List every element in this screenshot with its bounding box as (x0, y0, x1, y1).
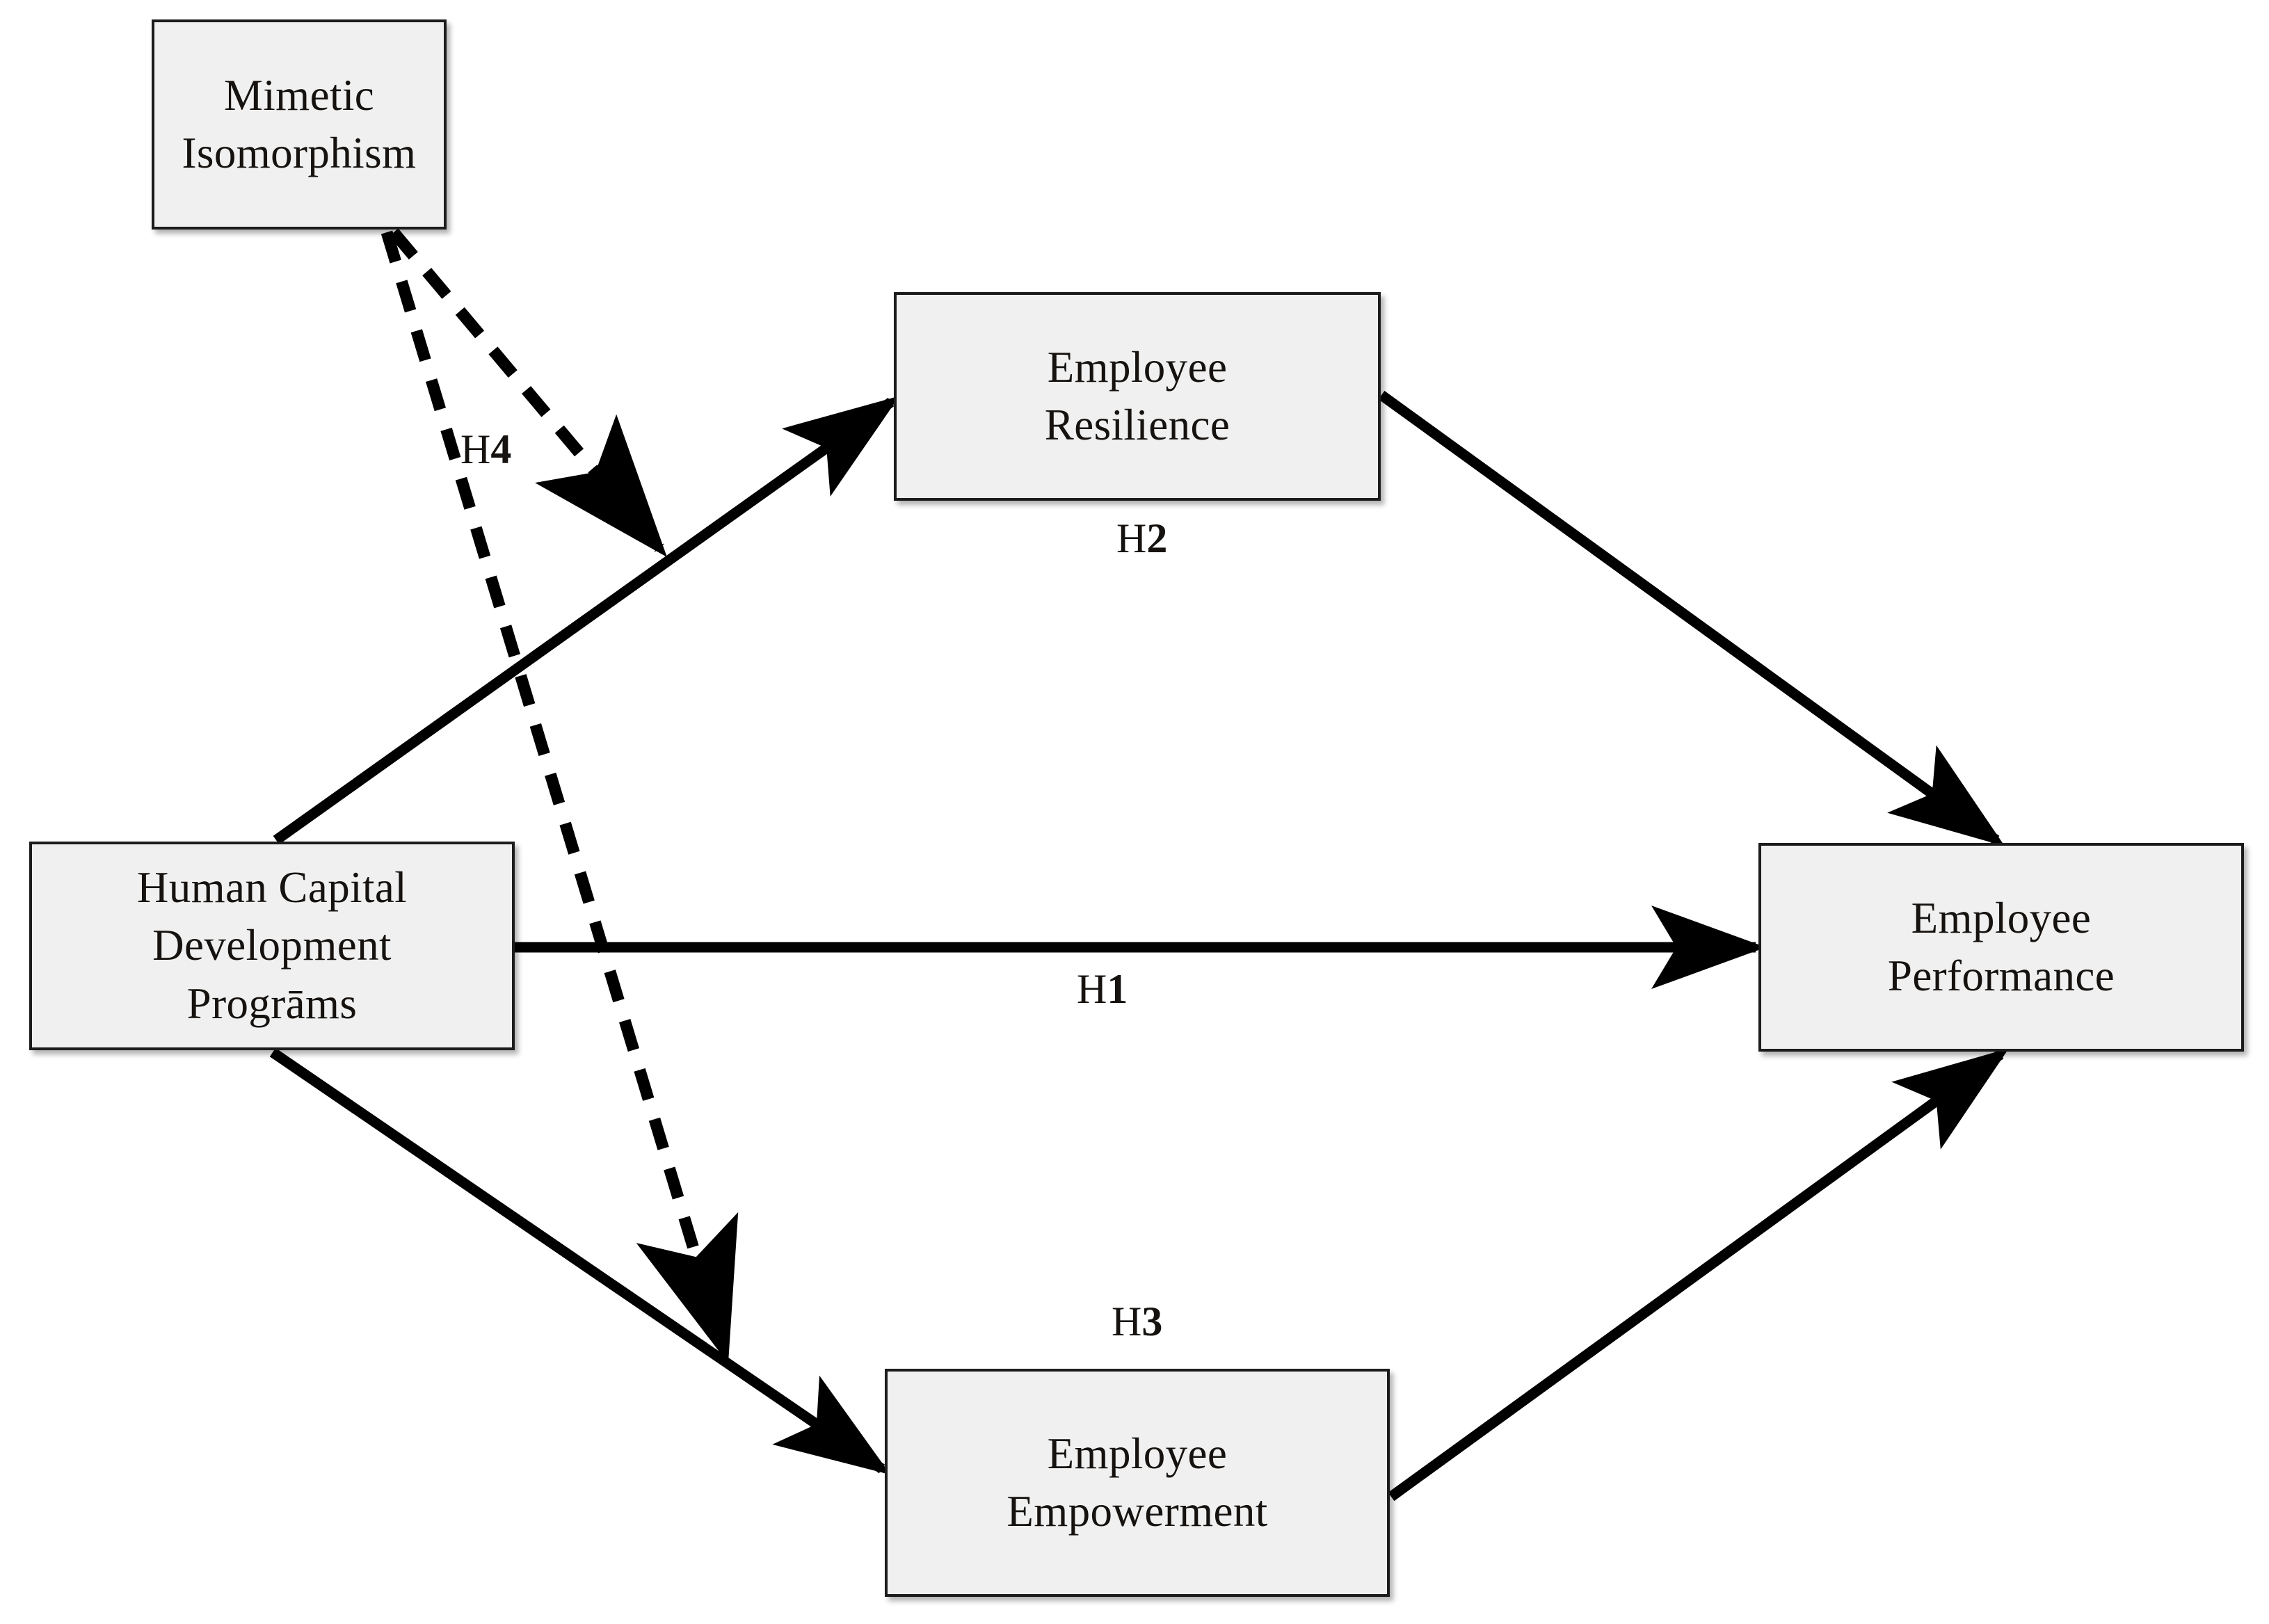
node-label-mimetic-isomorphism: Mimetic Isomorphism (182, 70, 417, 177)
hypothesis-prefix-h4: H (460, 426, 491, 472)
hypothesis-prefix-h1: H (1077, 966, 1107, 1012)
edge-mimetic-to-resilience-path (389, 228, 667, 558)
hypothesis-number-h1: 1 (1107, 966, 1128, 1012)
edge-hcd-to-resilience (273, 396, 900, 845)
hypothesis-prefix-h3: H (1112, 1299, 1142, 1344)
hypothesis-number-h4: 4 (490, 426, 512, 472)
node-human-capital-development-programs[interactable]: Human Capital Development Progrāms (29, 842, 515, 1050)
node-employee-performance[interactable]: Employee Performance (1758, 843, 2244, 1052)
edge-empowerment-to-performance (1388, 1048, 2010, 1502)
edge-resilience-to-performance (1378, 390, 2005, 846)
hypothesis-label-h3: H3 (1112, 1298, 1162, 1346)
hypothesis-label-h1: H1 (1077, 965, 1128, 1013)
hypothesis-number-h2: 2 (1146, 515, 1168, 561)
edge-hcd-to-empowerment (269, 1047, 891, 1475)
node-label-employee-empowerment: Employee Empowerment (1007, 1429, 1268, 1536)
hypothesis-number-h3: 3 (1141, 1299, 1163, 1344)
edge-mimetic-to-empowerment-path (380, 230, 739, 1364)
node-employee-resilience[interactable]: Employee Resilience (894, 292, 1381, 501)
hypothesis-prefix-h2: H (1116, 515, 1147, 561)
node-employee-empowerment[interactable]: Employee Empowerment (885, 1369, 1390, 1597)
node-mimetic-isomorphism[interactable]: Mimetic Isomorphism (152, 19, 447, 230)
hypothesis-label-h4: H4 (460, 426, 511, 474)
node-label-employee-resilience: Employee Resilience (1044, 342, 1230, 449)
node-label-employee-performance: Employee Performance (1887, 893, 2115, 1000)
node-label-human-capital-development-programs: Human Capital Development Progrāms (136, 863, 408, 1028)
hypothesis-label-h2: H2 (1116, 515, 1167, 563)
